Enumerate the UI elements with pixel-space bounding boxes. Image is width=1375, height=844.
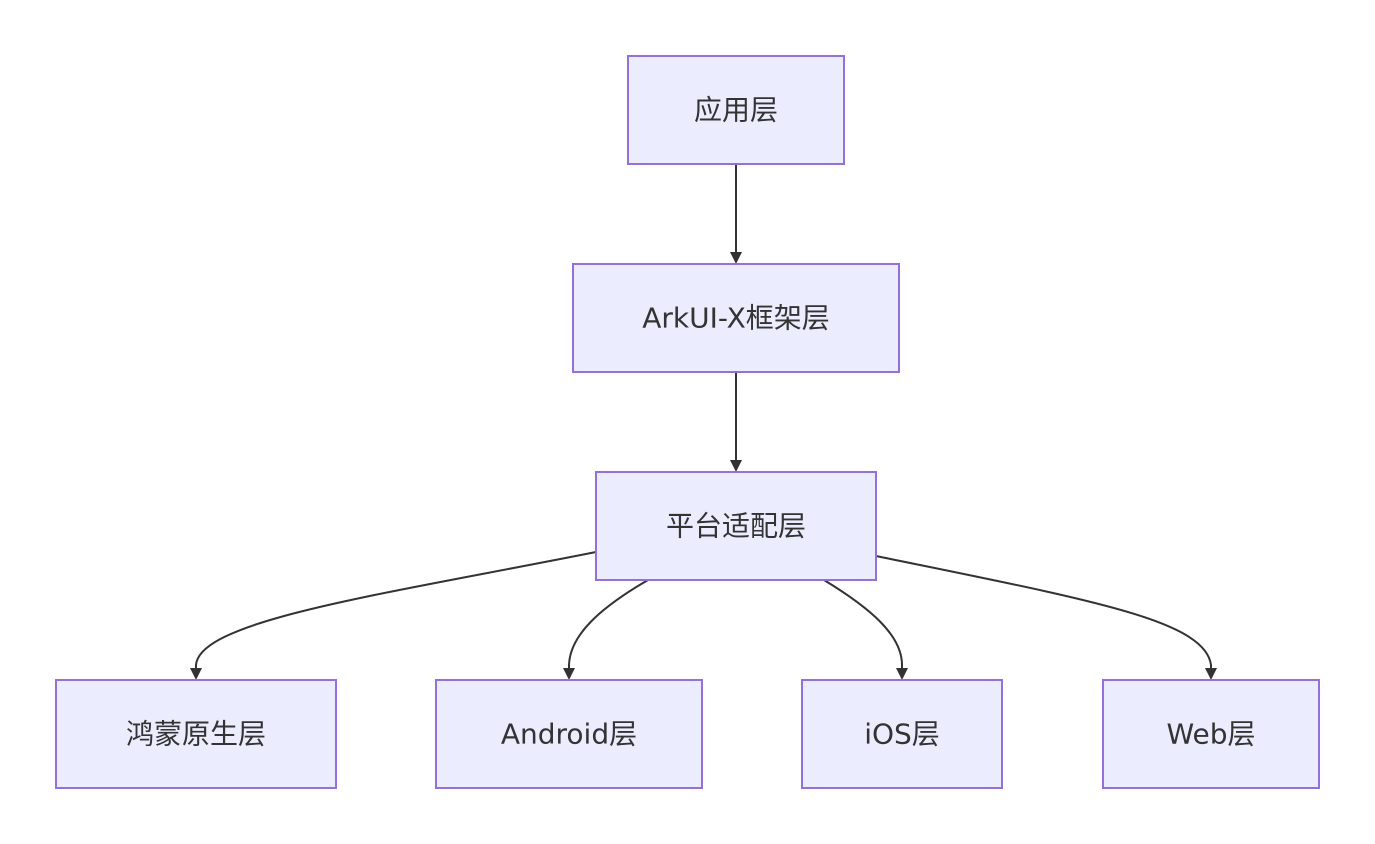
node-app-box	[627, 55, 845, 165]
node-android: Android层	[435, 679, 703, 789]
node-harmony-box	[55, 679, 337, 789]
node-android-label: Android层	[501, 718, 637, 751]
edge-adapter-to-harmony	[190, 551, 597, 680]
node-app: 应用层	[627, 55, 845, 165]
node-adapter-box	[595, 471, 877, 581]
edge-adapter-to-ios	[823, 579, 908, 680]
node-adapter: 平台适配层	[595, 471, 877, 581]
node-web-label: Web层	[1166, 718, 1255, 751]
node-ios: iOS层	[801, 679, 1003, 789]
edge-adapter-to-web	[875, 555, 1217, 680]
node-android-box	[435, 679, 703, 789]
node-ios-label: iOS层	[864, 718, 940, 751]
node-harmony: 鸿蒙原生层	[55, 679, 337, 789]
node-app-label: 应用层	[694, 94, 778, 127]
node-web: Web层	[1102, 679, 1320, 789]
node-arkui-box	[572, 263, 900, 373]
node-arkui-label: ArkUI-X框架层	[642, 302, 830, 335]
node-ios-box	[801, 679, 1003, 789]
edge-adapter-to-android	[563, 579, 649, 680]
node-arkui: ArkUI-X框架层	[572, 263, 900, 373]
edges	[190, 164, 1217, 680]
node-adapter-label: 平台适配层	[666, 510, 806, 543]
node-web-box	[1102, 679, 1320, 789]
node-harmony-label: 鸿蒙原生层	[126, 718, 266, 751]
